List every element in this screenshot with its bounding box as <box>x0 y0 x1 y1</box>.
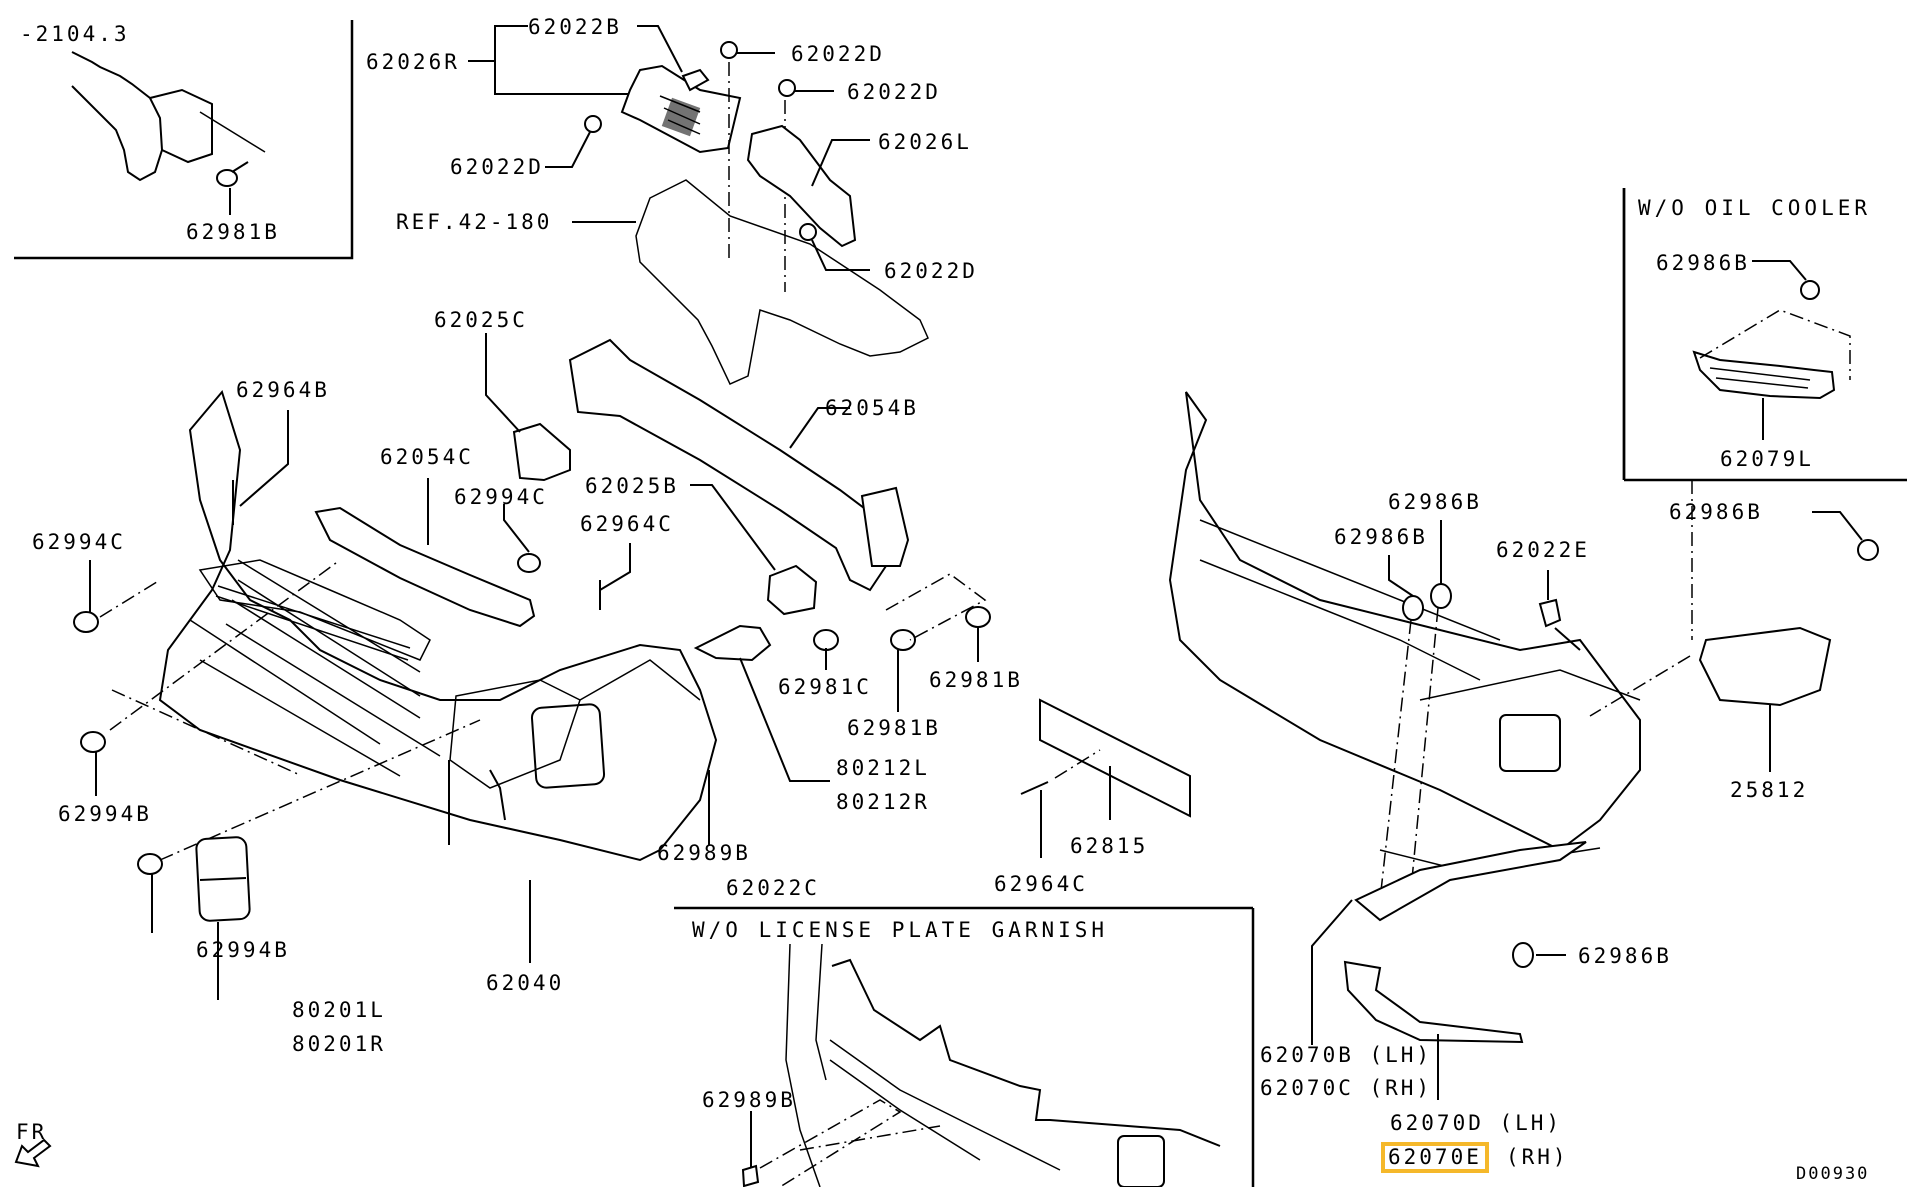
part-label-62026L[interactable]: 62026L <box>878 130 972 154</box>
part-label-62022B[interactable]: 62022B <box>528 15 622 39</box>
bolts-62981-drawing <box>814 574 990 712</box>
part-label-62964C[interactable]: 62964C <box>994 872 1088 896</box>
part-label-62994C[interactable]: 62994C <box>454 485 548 509</box>
bracket-62025C-drawing <box>486 333 570 480</box>
part-label-62025B[interactable]: 62025B <box>585 474 679 498</box>
part-label-62986B[interactable]: 62986B <box>1669 500 1763 524</box>
part-label-62964C[interactable]: 62964C <box>580 512 674 536</box>
beam-62054B-drawing <box>570 340 908 590</box>
leaders-bottom-left <box>449 760 709 963</box>
part-label-80212L[interactable]: 80212L <box>836 756 930 780</box>
part-label-80201R[interactable]: 80201R <box>292 1032 386 1056</box>
leader-62026R <box>468 26 632 94</box>
cover-62079L-drawing <box>1694 261 1850 440</box>
bumper-rear-view-drawing <box>1170 392 1640 870</box>
grille-drawing <box>200 560 430 660</box>
fasteners-right-drawing <box>1380 520 1580 900</box>
part-label-62070E-highlighted[interactable]: 62070E <box>1381 1142 1489 1173</box>
bracket-62026R-drawing <box>622 66 740 152</box>
bracket-80212-drawing <box>696 626 830 781</box>
front-direction-arrow-icon <box>16 1140 50 1166</box>
part-label-80201L[interactable]: 80201L <box>292 998 386 1022</box>
front-direction-label: FR <box>16 1120 48 1144</box>
part-label-62070E-side: (RH) <box>1506 1145 1569 1169</box>
bracket-62025B-drawing <box>690 485 816 614</box>
bolt-62981B-top-left <box>217 162 248 215</box>
inset-frame-top-left <box>14 20 352 258</box>
part-label-62054B[interactable]: 62054B <box>825 396 919 420</box>
figure-code: D00930 <box>1796 1164 1870 1184</box>
part-label-62986B[interactable]: 62986B <box>1388 490 1482 514</box>
part-label-62022D[interactable]: 62022D <box>847 80 941 104</box>
inset-frame-oil-cooler <box>1624 188 1907 480</box>
fasteners-left-drawing <box>74 410 630 933</box>
part-label-62079L[interactable]: 62079L <box>1720 447 1814 471</box>
bumper-inset-drawing <box>743 944 1220 1187</box>
bezel-80201-drawing <box>196 837 250 1000</box>
part-label-62994C[interactable]: 62994C <box>32 530 126 554</box>
part-label-62986B[interactable]: 62986B <box>1578 944 1672 968</box>
part-label-62022D[interactable]: 62022D <box>450 155 544 179</box>
part-label-62964B[interactable]: 62964B <box>236 378 330 402</box>
part-label-25812[interactable]: 25812 <box>1730 778 1809 802</box>
clip-62022D-drawings <box>545 42 870 292</box>
part-label-62022D[interactable]: 62022D <box>884 259 978 283</box>
bracket-62026L-drawing <box>748 126 870 246</box>
reference-label-2104[interactable]: -2104.3 <box>20 22 130 46</box>
front-bumper-62040-drawing <box>160 392 716 860</box>
inset-frame-license-plate <box>674 908 1253 1187</box>
part-label-62040[interactable]: 62040 <box>486 971 565 995</box>
part-label-62026R[interactable]: 62026R <box>366 50 460 74</box>
part-label-62981B[interactable]: 62981B <box>847 716 941 740</box>
plate-bracket-62815-drawing <box>1021 700 1190 858</box>
bracket-drawing-top-left <box>72 52 265 180</box>
reinforcement-ref-42-180-drawing <box>572 180 928 384</box>
beam-62054C-drawing <box>316 478 534 626</box>
inset-title-oil-cooler: W/O OIL COOLER <box>1638 196 1872 220</box>
part-label-62815[interactable]: 62815 <box>1070 834 1149 858</box>
part-label-62981B[interactable]: 62981B <box>186 220 280 244</box>
part-label-62025C[interactable]: 62025C <box>434 308 528 332</box>
part-label-62989B[interactable]: 62989B <box>702 1088 796 1112</box>
part-label-62054C[interactable]: 62054C <box>380 445 474 469</box>
part-label-62070C-RH[interactable]: 62070C (RH) <box>1260 1076 1433 1100</box>
inset-title-license-plate: W/O LICENSE PLATE GARNISH <box>692 918 1109 942</box>
part-label-80212R[interactable]: 80212R <box>836 790 930 814</box>
part-label-62989B[interactable]: 62989B <box>657 841 751 865</box>
part-label-62022D[interactable]: 62022D <box>791 42 885 66</box>
part-label-62981B[interactable]: 62981B <box>929 668 1023 692</box>
clip-62022B-drawing <box>637 26 708 90</box>
part-label-62070B-LH[interactable]: 62070B (LH) <box>1260 1043 1433 1067</box>
part-label-62986B[interactable]: 62986B <box>1334 525 1428 549</box>
part-label-62022E[interactable]: 62022E <box>1496 538 1590 562</box>
cover-25812-drawing <box>1590 480 1878 772</box>
moulding-62070-drawing <box>1312 842 1586 1100</box>
part-label-62986B[interactable]: 62986B <box>1656 251 1750 275</box>
part-label-62994B[interactable]: 62994B <box>196 938 290 962</box>
part-label-62994B[interactable]: 62994B <box>58 802 152 826</box>
part-label-62022C[interactable]: 62022C <box>726 876 820 900</box>
part-label-62981C[interactable]: 62981C <box>778 675 872 699</box>
reference-label-42-180[interactable]: REF.42-180 <box>396 210 553 234</box>
part-label-62070D-LH[interactable]: 62070D (LH) <box>1390 1111 1563 1135</box>
